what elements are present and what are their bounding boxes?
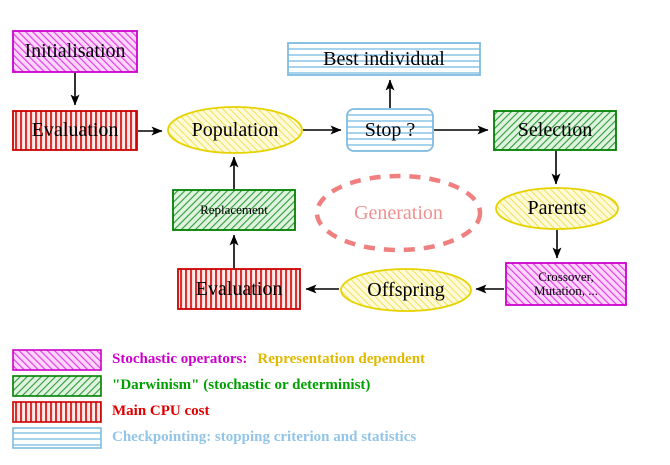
legend-swatch-checkpointing — [12, 427, 102, 449]
node-stop[interactable] — [346, 108, 434, 152]
legend-swatch-cpu — [12, 401, 102, 423]
legend-label-checkpointing: Checkpointing: stopping criterion and st… — [112, 427, 416, 447]
legend-swatch-stochastic — [12, 349, 102, 371]
legend-label-cpu-primary: Main CPU cost — [112, 403, 210, 419]
node-best_individual[interactable] — [287, 42, 481, 76]
nodes-group — [12, 30, 627, 312]
edges-group — [70, 72, 562, 294]
node-selection[interactable] — [493, 110, 617, 151]
legend-label-darwinism: "Darwinism" (stochastic or determinist) — [112, 375, 370, 395]
node-initialisation[interactable] — [12, 30, 138, 73]
node-parents[interactable] — [495, 187, 619, 230]
node-replacement[interactable] — [172, 189, 296, 231]
legend-label-darwinism-primary: "Darwinism" (stochastic or determinist) — [112, 377, 371, 393]
legend-swatch-darwinism — [12, 375, 102, 397]
legend-swatches — [12, 349, 102, 449]
node-offspring[interactable] — [340, 268, 472, 312]
node-generation[interactable] — [314, 173, 483, 253]
node-crossover[interactable] — [505, 262, 627, 306]
node-evaluation_bot[interactable] — [177, 268, 301, 310]
legend-label-stochastic: Stochastic operators: Representation depe… — [112, 349, 425, 369]
node-evaluation_top[interactable] — [12, 110, 138, 151]
legend-label-stochastic-primary: Stochastic operators: — [112, 351, 248, 367]
legend-label-stochastic-secondary: Representation dependent — [257, 351, 426, 367]
legend-label-checkpointing-primary: Checkpointing: stopping criterion and st… — [112, 429, 417, 445]
legend-label-cpu: Main CPU cost — [112, 401, 210, 421]
node-population[interactable] — [167, 106, 303, 154]
